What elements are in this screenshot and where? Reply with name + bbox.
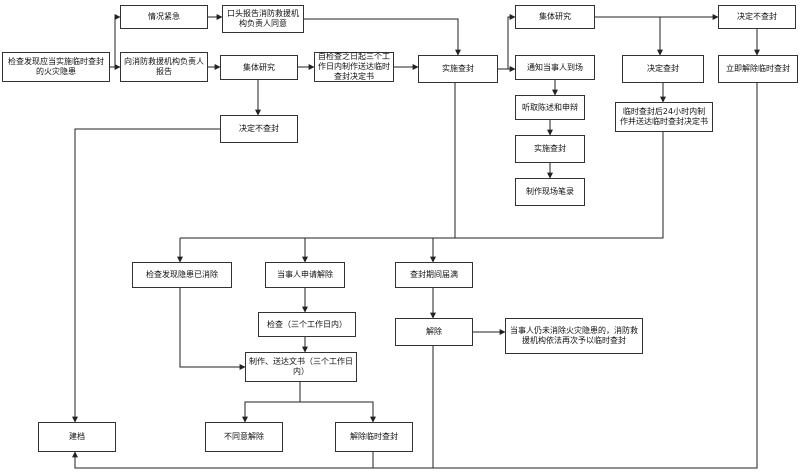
node-oral-approval: 口头报告消防救援机构负责人同意 bbox=[222, 5, 304, 33]
node-no-seal-1: 决定不查封 bbox=[220, 115, 298, 143]
node-hear-statement: 听取陈述和申辩 bbox=[515, 95, 585, 120]
node-notify-party: 通知当事人到场 bbox=[515, 55, 595, 80]
node-lift-seal: 解除临时查封 bbox=[335, 422, 413, 452]
node-archive: 建档 bbox=[38, 422, 116, 452]
node-implement-seal-2: 实施查封 bbox=[515, 135, 585, 163]
node-urgent: 情况紧急 bbox=[120, 5, 208, 29]
node-no-seal-2: 决定不查封 bbox=[718, 5, 796, 29]
node-hazard-eliminated: 检查发现隐患已消除 bbox=[132, 262, 232, 288]
node-research-2: 集体研究 bbox=[515, 5, 595, 29]
node-lift: 解除 bbox=[395, 318, 473, 346]
arrow-makedoc-to-liftseal bbox=[300, 401, 376, 423]
node-site-record: 制作现场笔录 bbox=[515, 178, 585, 206]
node-period-expired: 查封期间届满 bbox=[395, 262, 473, 288]
node-implement-seal: 实施查封 bbox=[418, 55, 498, 83]
arrow-liftnow-to-archive bbox=[72, 83, 758, 469]
arrow-eliminated-to-makedoc bbox=[179, 288, 246, 370]
node-research-1: 集体研究 bbox=[220, 55, 298, 80]
node-decide-seal: 决定查封 bbox=[622, 55, 704, 83]
node-check-3-days: 检查（三个工作日内） bbox=[258, 312, 356, 337]
line-deliver-to-bus bbox=[455, 132, 664, 239]
arrow-oral-to-implement bbox=[304, 18, 461, 56]
node-apply-lift: 当事人申请解除 bbox=[265, 262, 345, 288]
arrow-implement-to-research2 bbox=[498, 14, 516, 70]
arrow-noseal-to-archive bbox=[72, 128, 220, 423]
node-report: 向消防救援机构负责人报告 bbox=[120, 52, 208, 82]
node-make-documents: 制作、送达文书（三个工作日内） bbox=[245, 352, 357, 382]
arrow-makedoc-to-disagree bbox=[242, 382, 301, 423]
node-reseal-note: 当事人仍未消除火灾隐患的，消防救援机构依法再次予以临时查封 bbox=[505, 318, 643, 354]
node-lift-immediately: 立即解除临时查封 bbox=[718, 55, 798, 83]
node-start: 检查发现应当实施临时查封的火灾隐患 bbox=[2, 52, 110, 82]
node-deliver-24h: 临时查封后24小时内制作并送达临时查封决定书 bbox=[615, 102, 713, 132]
arrow-start-to-urgent bbox=[110, 14, 121, 68]
node-disagree-lift: 不同意解除 bbox=[205, 422, 283, 452]
node-within-3-days: 自检查之日起三个工作日内制作送达临时查封决定书 bbox=[314, 52, 394, 82]
